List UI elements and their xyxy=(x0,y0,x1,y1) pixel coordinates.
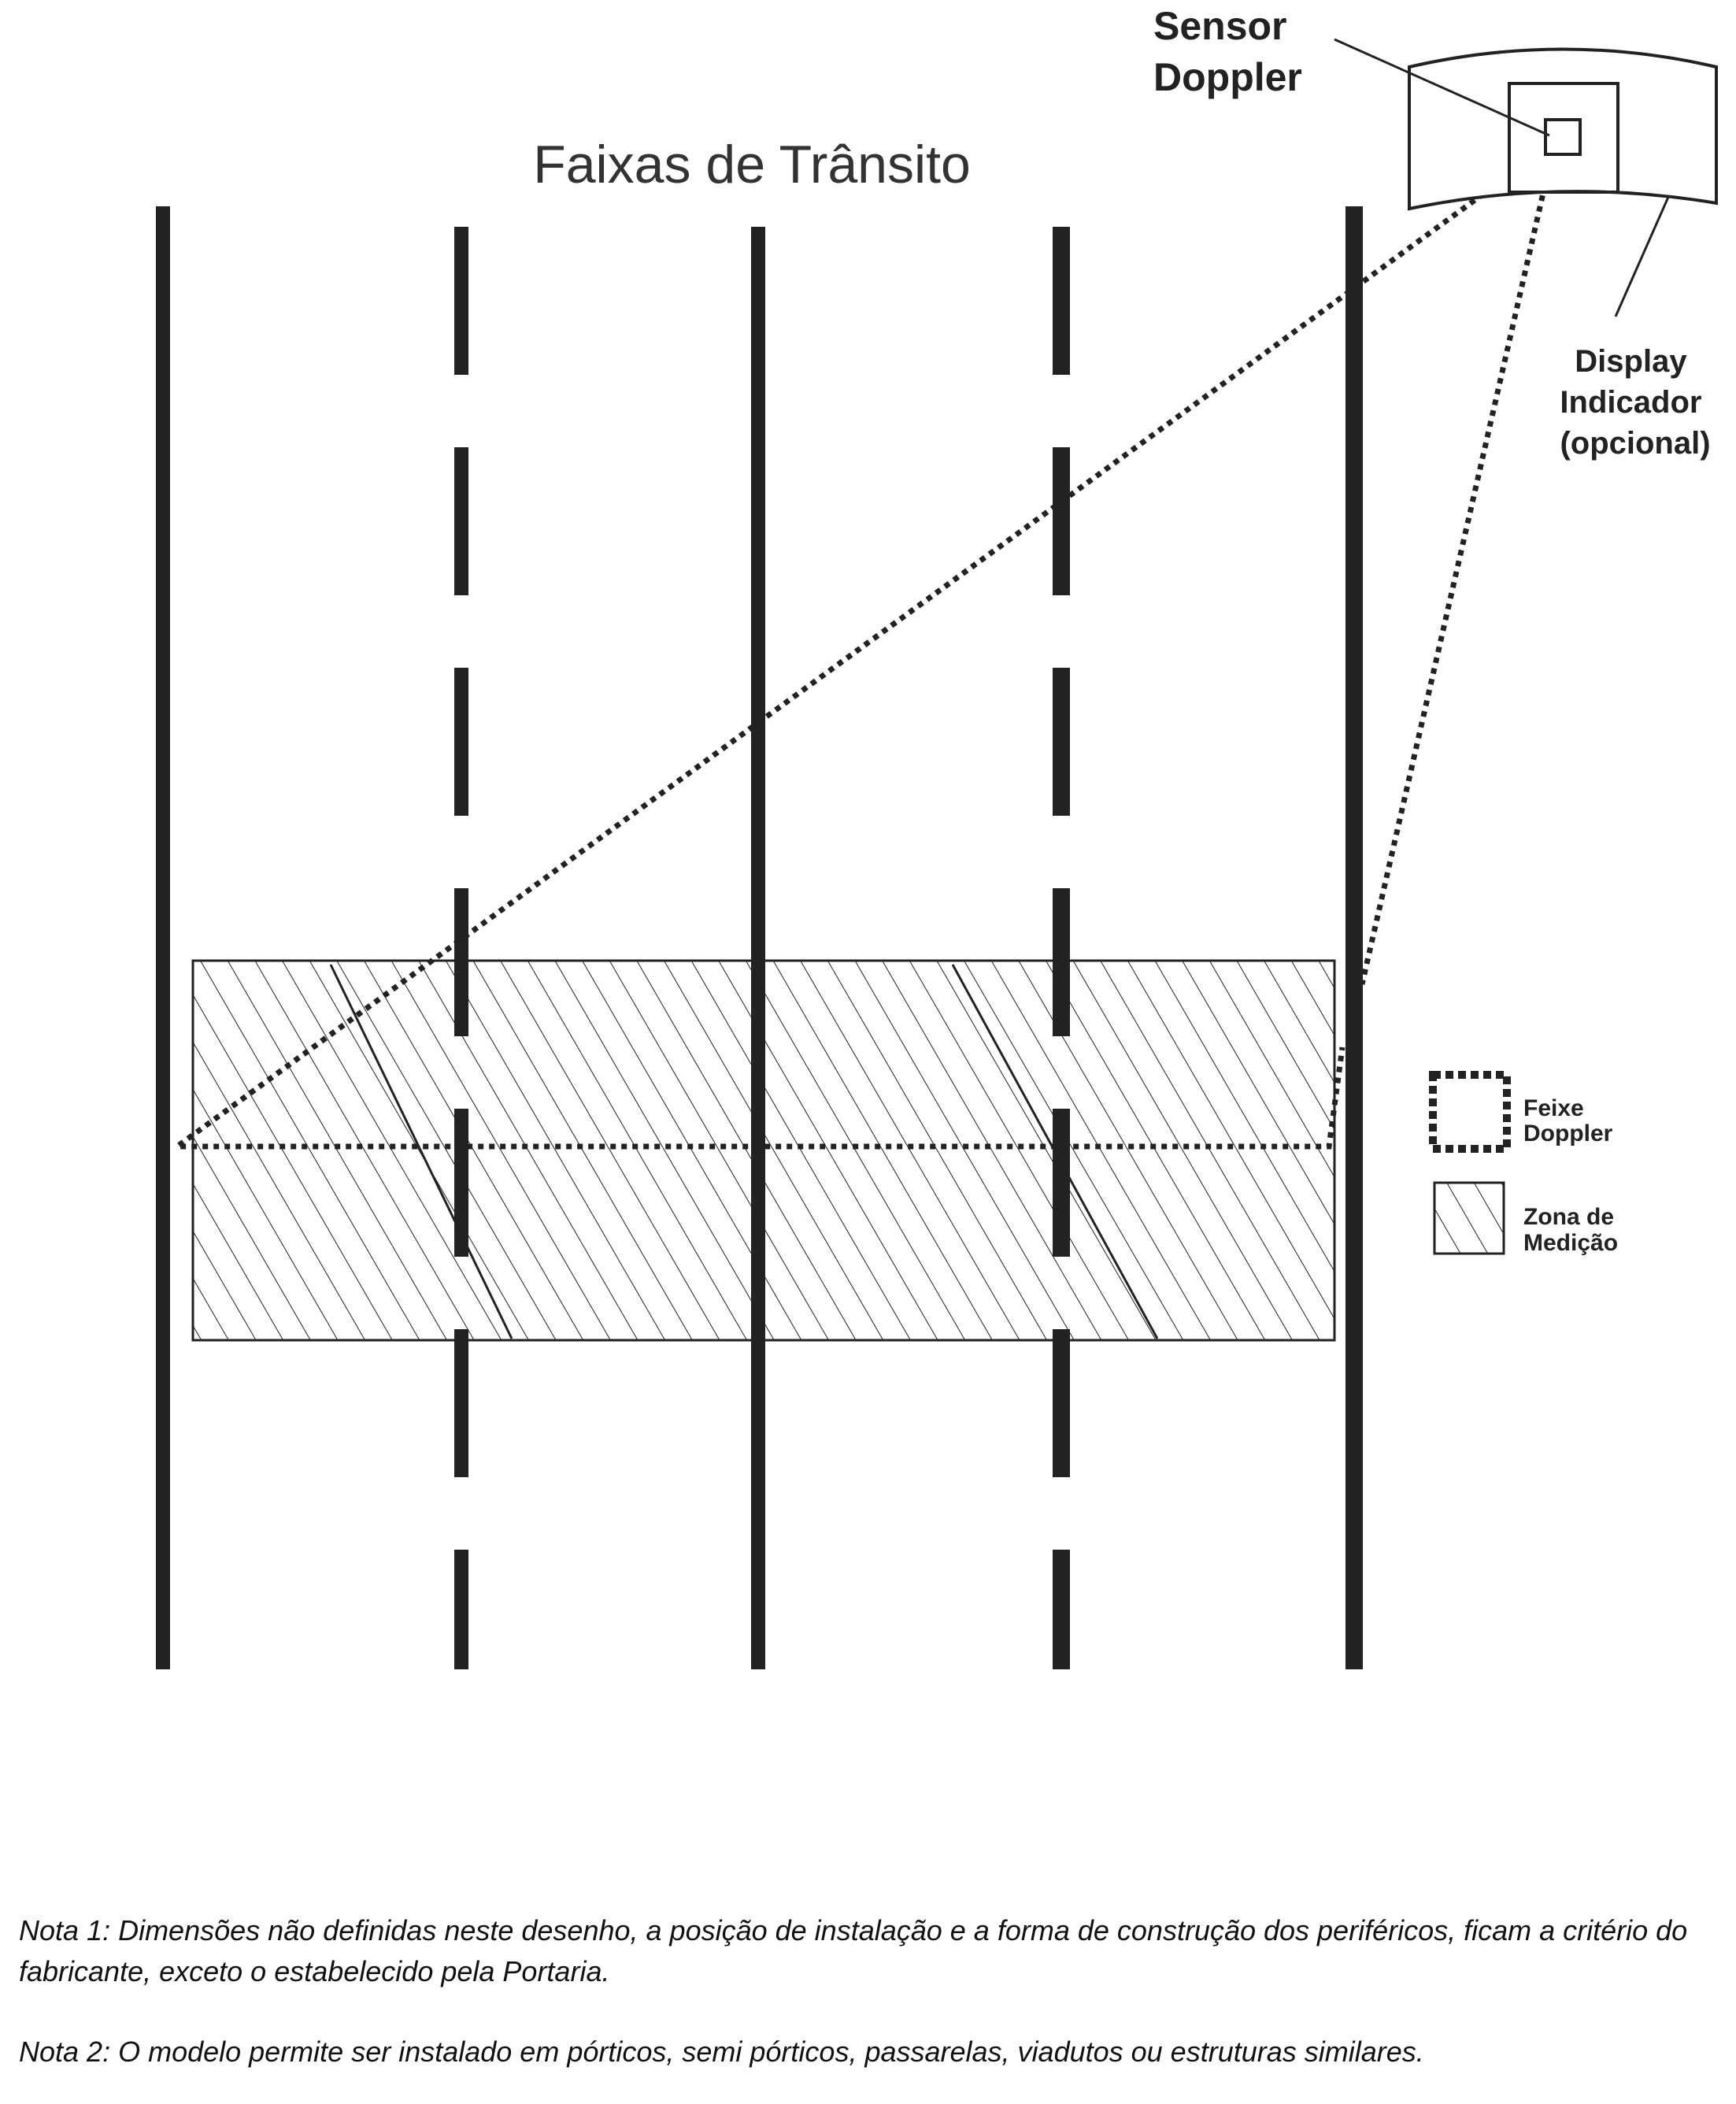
sensor-label-line2: Doppler xyxy=(1153,55,1302,99)
legend-zone-swatch xyxy=(1433,1181,1505,1255)
sensor-frame xyxy=(1508,82,1619,194)
doppler-beam xyxy=(168,139,1557,1150)
legend-beam-line1: Feixe xyxy=(1523,1095,1584,1121)
legend-zone-label: Zona de Medição xyxy=(1523,1204,1620,1256)
diagram-title: Faixas de Trânsito xyxy=(533,135,971,194)
measurement-zone-hatch-accent xyxy=(329,964,513,1339)
display-label: Display Indicador (opcional) xyxy=(1560,344,1710,461)
legend-zone-line1: Zona de xyxy=(1523,1204,1614,1230)
display-label-line2: Indicador xyxy=(1560,385,1701,420)
display-label-line1: Display xyxy=(1575,344,1687,379)
sensor-label: Sensor Doppler xyxy=(1153,4,1302,99)
sensor-leader-line xyxy=(1334,38,1550,137)
legend-zone-line2: Medição xyxy=(1523,1230,1618,1256)
display-leader-line xyxy=(1614,194,1671,317)
display-label-line3: (opcional) xyxy=(1560,426,1710,461)
legend-beam-label: Feixe Doppler xyxy=(1523,1095,1613,1146)
sensor-label-line1: Sensor xyxy=(1153,4,1287,48)
legend-beam-swatch xyxy=(1429,1071,1511,1153)
legend-beam-line2: Doppler xyxy=(1523,1121,1613,1146)
doppler-beam-edge xyxy=(1359,141,1558,985)
note-1: Nota 1: Dimensões não definidas neste de… xyxy=(19,1914,1688,1987)
note-2: Nota 2: O modelo permite ser instalado e… xyxy=(19,2035,1424,2068)
doppler-sensor-icon xyxy=(1544,118,1582,156)
